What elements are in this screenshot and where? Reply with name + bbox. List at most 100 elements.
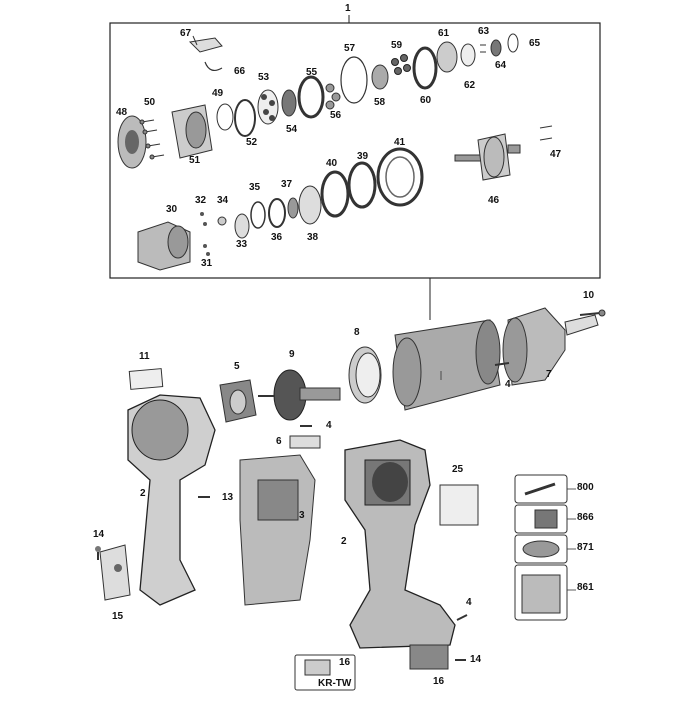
callout-866: 866 [577, 512, 594, 523]
callout-15: 15 [112, 611, 124, 622]
callout-63: 63 [478, 26, 490, 37]
kit-tag-frame [294, 654, 356, 691]
callout-25: 25 [452, 464, 464, 475]
part-47-shape [539, 125, 553, 141]
part-50-shape [139, 119, 165, 160]
kit-tag-label: KR-TW [318, 678, 352, 689]
callout-57: 57 [344, 43, 356, 54]
part-38-shape [298, 185, 322, 225]
part-35-shape [250, 201, 266, 229]
callout-55: 55 [306, 67, 318, 78]
part-16a-shape [304, 659, 331, 676]
part-67-shape [188, 37, 223, 53]
part-41-shape [376, 147, 424, 207]
part-58-shape [371, 64, 389, 90]
callout-5: 5 [234, 361, 240, 372]
callout-36: 36 [271, 232, 283, 243]
callout-11: 11 [139, 351, 150, 362]
part-25-shape [439, 484, 479, 526]
part-59-shape [391, 54, 411, 75]
part-55-shape [297, 75, 325, 119]
callout-40: 40 [326, 158, 338, 169]
part-39-shape [347, 161, 377, 209]
callout-16-lower: 16 [433, 676, 445, 687]
part-31-shape [203, 244, 210, 256]
gearbox-assembly-frame [109, 22, 601, 279]
callout-64: 64 [495, 60, 507, 71]
part-15-shape [99, 544, 131, 601]
part-10-shape [579, 312, 601, 316]
part-57-shape [340, 56, 368, 104]
part-63-shape [480, 44, 486, 53]
callout-58: 58 [374, 97, 386, 108]
callout-62: 62 [464, 80, 476, 91]
callout-48: 48 [116, 107, 128, 118]
part-40-shape [320, 170, 350, 218]
callout-67: 67 [180, 28, 192, 39]
callout-8: 8 [354, 327, 360, 338]
part-49-shape [216, 103, 234, 131]
callout-59: 59 [391, 40, 403, 51]
part-3-shape [239, 454, 316, 606]
callout-14-right: 14 [470, 654, 482, 665]
callout-871: 871 [577, 542, 594, 553]
callout-14-left: 14 [93, 529, 105, 540]
callout-32: 32 [195, 195, 207, 206]
part-33-shape [234, 213, 250, 239]
callout-60: 60 [420, 95, 432, 106]
callout-53: 53 [258, 72, 270, 83]
callout-49: 49 [212, 88, 224, 99]
callout-47: 47 [550, 149, 562, 160]
callout-7: 7 [546, 369, 552, 380]
callout-61: 61 [438, 28, 450, 39]
part-34-shape [217, 216, 227, 226]
part-60-shape [412, 46, 438, 90]
callout-46: 46 [488, 195, 500, 206]
callout-2-left: 2 [140, 488, 146, 499]
part-54-shape [281, 89, 297, 117]
callout-51: 51 [189, 155, 201, 166]
callout-38: 38 [307, 232, 319, 243]
callout-10: 10 [583, 290, 595, 301]
callout-3: 3 [299, 510, 305, 521]
callout-41: 41 [394, 137, 406, 148]
part-56-shape [325, 83, 341, 110]
callout-35: 35 [249, 182, 261, 193]
callout-33: 33 [236, 239, 248, 250]
part-65-shape [507, 33, 519, 53]
part-37-shape [287, 197, 299, 219]
callout-861: 861 [577, 582, 594, 593]
part-4a-shape [494, 362, 510, 366]
part-62-shape [460, 43, 476, 67]
part-6-shape [289, 435, 321, 449]
callout-39: 39 [357, 151, 369, 162]
callout-1: 1 [345, 3, 351, 14]
callout-6: 6 [276, 436, 282, 447]
part-64-shape [490, 39, 502, 57]
part-36-shape [268, 198, 286, 228]
part-32-shape [200, 212, 207, 226]
callout-65: 65 [529, 38, 541, 49]
callout-2-right: 2 [341, 536, 347, 547]
callout-800: 800 [577, 482, 594, 493]
part-11-shape [128, 368, 164, 390]
callout-4-lower: 4 [466, 597, 472, 608]
part-61-shape [436, 41, 458, 73]
callout-31: 31 [201, 258, 213, 269]
part-66-shape [204, 61, 223, 72]
callout-16-kit: 16 [339, 657, 351, 668]
callout-9: 9 [289, 349, 295, 360]
callout-37: 37 [281, 179, 293, 190]
part-53-shape [257, 89, 279, 125]
callout-4-middle: 4 [326, 420, 332, 431]
callout-56: 56 [330, 110, 342, 121]
callout-52: 52 [246, 137, 258, 148]
callout-34: 34 [217, 195, 229, 206]
callout-54: 54 [286, 124, 298, 135]
callout-66: 66 [234, 66, 246, 77]
callout-30: 30 [166, 204, 178, 215]
leader-lines [440, 371, 576, 591]
part-4c-shape [456, 614, 468, 621]
